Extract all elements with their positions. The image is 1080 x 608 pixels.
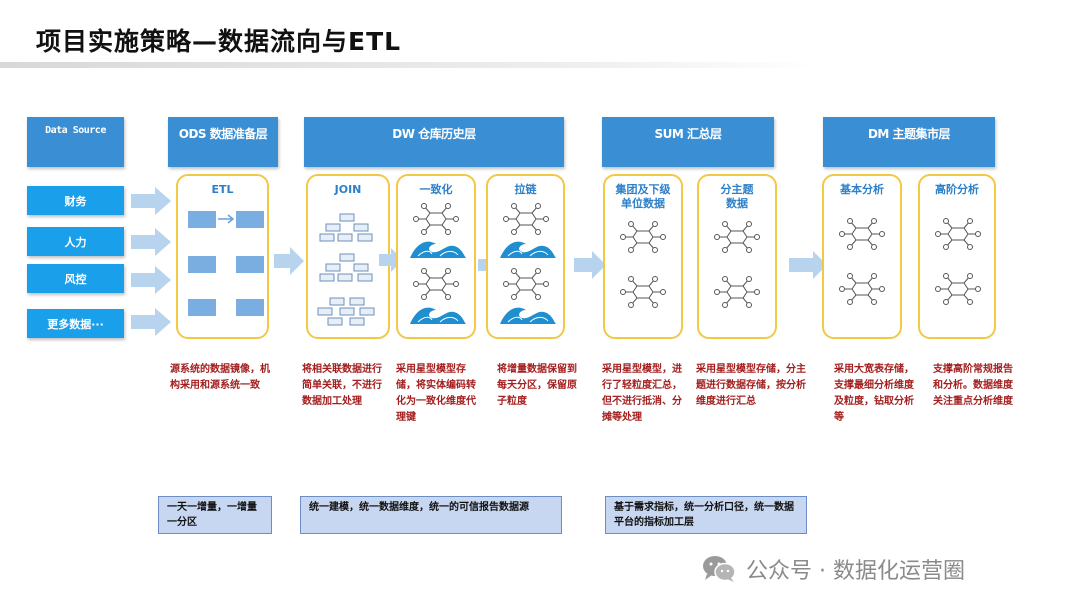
star-schema-icon: [620, 276, 666, 308]
panel-join: JOIN: [306, 174, 390, 339]
star-schema-icon: [413, 268, 459, 300]
panel-zipper: 拉链: [486, 174, 565, 339]
etl-box-icon: [188, 211, 216, 228]
flow-arrow-icon: [574, 251, 606, 279]
star-schema-icon: [413, 203, 459, 235]
wave-icon: [410, 241, 466, 258]
star-schema-icon: [714, 276, 760, 308]
desc-consistency: 采用星型模型存储，将实体编码转化为一致化维度代理键: [396, 364, 476, 423]
note-dw: 统一建模，统一数据维度，统一的可信报告数据源: [300, 496, 562, 534]
panel-basic-analysis: 基本分析: [822, 174, 902, 339]
star-schema-icon: [839, 218, 885, 250]
etl-box-icon: [236, 256, 264, 273]
note-ods: 一天一增量，一增量一分区: [158, 496, 272, 534]
source-hr[interactable]: 人力: [27, 227, 124, 256]
panel-group-data: 集团及下级 单位数据: [603, 174, 683, 339]
desc-dm-basic: 采用大宽表存储，支撑最细分析维度及粒度，钻取分析等: [834, 364, 914, 423]
table-join-icon: [317, 297, 375, 326]
source-arrow-icon: [131, 228, 171, 256]
flow-arrow-icon: [274, 247, 304, 275]
etl-box-icon: [188, 256, 216, 273]
wechat-icon: [703, 556, 736, 582]
panel-group-label-line2: 单位数据: [621, 197, 665, 210]
wave-icon: [500, 241, 556, 258]
header-dm: DM 主题集市层: [823, 117, 995, 167]
star-schema-icon: [935, 218, 981, 250]
panel-consistency: 一致化: [396, 174, 476, 339]
star-schema-icon: [620, 221, 666, 253]
panel-topic-label-line2: 数据: [726, 197, 748, 210]
panel-topic-label-line1: 分主题: [720, 183, 754, 196]
panel-etl-label: ETL: [211, 183, 234, 196]
title-divider: [0, 62, 820, 68]
panel-advanced-analysis: 高阶分析: [918, 174, 996, 339]
watermark: 公众号 · 数据化运营圈: [702, 553, 965, 585]
header-ods: ODS 数据准备层: [168, 117, 278, 167]
star-schema-icon: [839, 273, 885, 305]
note-sum: 基于需求指标，统一分析口径，统一数据平台的指标加工层: [605, 496, 807, 534]
star-schema-icon: [714, 221, 760, 253]
table-join-icon: [319, 253, 373, 282]
panel-consistency-label: 一致化: [419, 183, 453, 196]
header-dw: DW 仓库历史层: [304, 117, 564, 167]
desc-dm-advanced: 支撑高阶常规报告和分析。数据维度关注重点分析维度: [933, 364, 1013, 407]
header-sum: SUM 汇总层: [602, 117, 774, 167]
source-finance[interactable]: 财务: [27, 186, 124, 215]
star-schema-icon: [503, 203, 549, 235]
source-arrow-icon: [131, 266, 171, 294]
panel-join-label: JOIN: [334, 183, 362, 196]
etl-flow-arrow-icon: [218, 214, 235, 224]
panel-zipper-label: 拉链: [514, 183, 537, 196]
panel-basic-label: 基本分析: [840, 183, 884, 196]
page-title: 项目实施策略—数据流向与ETL: [36, 27, 402, 56]
panel-advanced-label: 高阶分析: [935, 183, 979, 196]
desc-ods: 源系统的数据镜像，机构采用和源系统一致: [170, 364, 270, 391]
wave-icon: [410, 307, 466, 324]
source-arrow-icon: [131, 187, 171, 215]
wave-icon: [500, 307, 556, 324]
etl-box-icon: [236, 299, 264, 316]
panel-group-label-line1: 集团及下级: [615, 183, 671, 196]
flow-arrow-icon: [789, 251, 827, 279]
desc-zipper: 将增量数据保留到每天分区，保留原子粒度: [497, 364, 577, 407]
header-data-source: Data Source: [27, 117, 124, 167]
panel-etl: ETL: [176, 174, 269, 339]
desc-sum-group: 采用星型模型，进行了轻粒度汇总，但不进行抵消、分摊等处理: [602, 364, 682, 423]
desc-sum-topic: 采用星型模型存储，分主题进行数据存储，按分析维度进行汇总: [696, 364, 806, 407]
source-arrow-icon: [131, 308, 171, 336]
source-more[interactable]: 更多数据···: [27, 309, 124, 338]
watermark-text: 公众号 · 数据化运营圈: [746, 559, 965, 584]
etl-box-icon: [188, 299, 216, 316]
star-schema-icon: [503, 268, 549, 300]
panel-topic-data: 分主题 数据: [697, 174, 777, 339]
source-risk[interactable]: 风控: [27, 264, 124, 293]
star-schema-icon: [935, 273, 981, 305]
table-join-icon: [319, 213, 373, 242]
etl-box-icon: [236, 211, 264, 228]
desc-join: 将相关联数据进行简单关联，不进行数据加工处理: [302, 364, 382, 407]
